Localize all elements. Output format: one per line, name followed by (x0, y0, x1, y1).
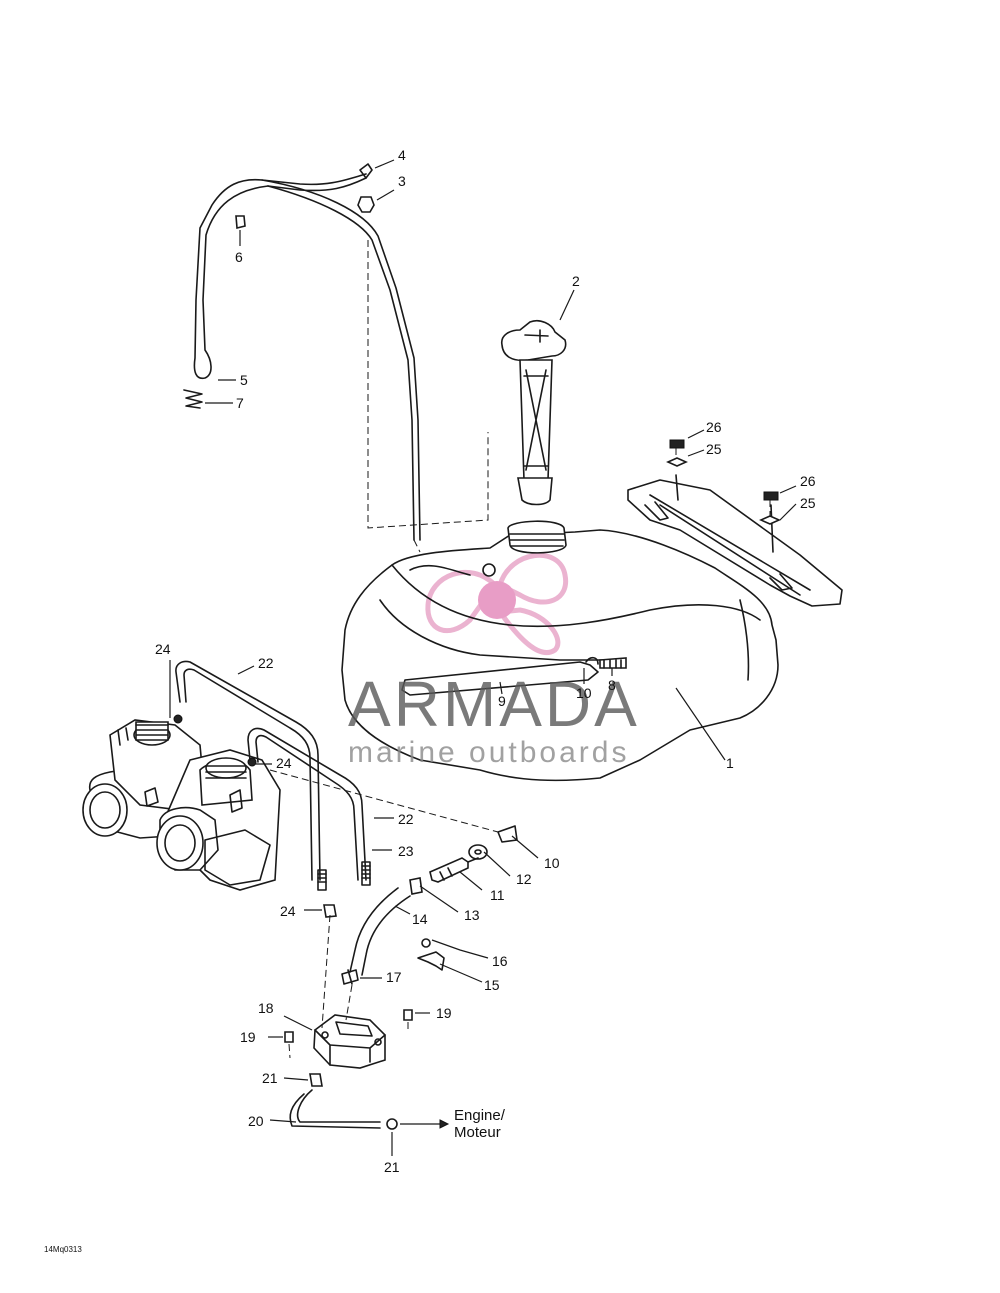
outlet-hose (289, 1089, 450, 1130)
callout-25-right: 25 (800, 495, 816, 511)
callout-4: 4 (398, 147, 406, 163)
callout-15: 15 (484, 977, 500, 993)
vent-line (183, 163, 421, 541)
fuel-tank (341, 520, 779, 782)
callout-labels: 1 2 3 4 5 6 7 8 9 10 10 11 12 13 14 15 1… (155, 147, 816, 1175)
watermark-tagline: marine outboards (348, 736, 629, 769)
fuel-hose (349, 887, 411, 976)
callout-26-left: 26 (706, 419, 722, 435)
callout-23: 23 (398, 843, 414, 859)
engine-label-line2: Moteur (454, 1124, 501, 1141)
mounting-bracket (627, 439, 843, 607)
callout-13: 13 (464, 907, 480, 923)
carb-hoses (175, 660, 371, 918)
callout-7: 7 (236, 395, 244, 411)
callout-11: 11 (490, 887, 505, 903)
callout-2: 2 (572, 273, 580, 289)
leader-lines (169, 159, 797, 1156)
callout-24-mid: 24 (276, 755, 292, 771)
callout-18: 18 (258, 1000, 274, 1016)
callout-14: 14 (412, 911, 428, 927)
callout-17: 17 (386, 969, 402, 985)
carburetors (82, 714, 281, 891)
callout-25-left: 25 (706, 441, 722, 457)
callout-20: 20 (248, 1113, 264, 1129)
callout-22-mid: 22 (398, 811, 414, 827)
fuel-fittings (409, 825, 518, 895)
filler-neck (500, 319, 567, 506)
callout-24-bottom: 24 (280, 903, 296, 919)
callout-21-pump: 21 (262, 1070, 278, 1086)
watermark-logo (425, 552, 569, 655)
hose-clip (417, 938, 445, 971)
callout-24-top: 24 (155, 641, 171, 657)
callout-6: 6 (235, 249, 243, 265)
callout-8: 8 (608, 677, 616, 693)
callout-16: 16 (492, 953, 508, 969)
diagram-reference-code: 14Mq0313 (44, 1245, 82, 1254)
watermark-text: ARMADA marine outboards (348, 668, 640, 769)
engine-destination-label: Engine/ Moteur (454, 1107, 506, 1141)
callout-21-hose: 21 (384, 1159, 400, 1175)
callout-9: 9 (498, 693, 506, 709)
engine-label-line1: Engine/ (454, 1107, 506, 1124)
callout-10-tank: 10 (576, 685, 592, 701)
watermark-name: ARMADA (348, 668, 640, 740)
callout-22-top: 22 (258, 655, 274, 671)
assembly-lines (269, 240, 771, 1059)
callout-19-right: 19 (436, 1005, 452, 1021)
callout-26-right: 26 (800, 473, 816, 489)
callout-19-left: 19 (240, 1029, 256, 1045)
callout-1: 1 (726, 755, 734, 771)
callout-5: 5 (240, 372, 248, 388)
fuel-pump (284, 969, 413, 1087)
callout-3: 3 (398, 173, 406, 189)
callout-10-fitting: 10 (544, 855, 560, 871)
callout-12: 12 (516, 871, 532, 887)
